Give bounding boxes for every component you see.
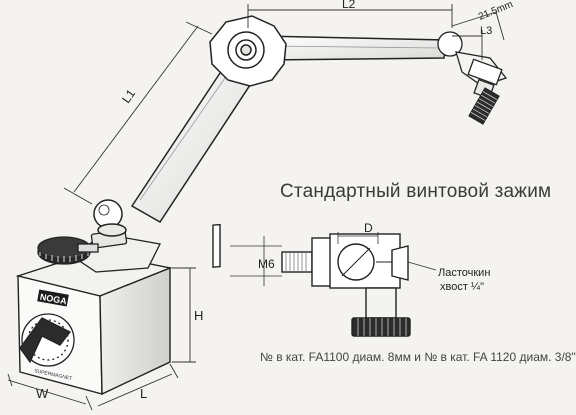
- switch-knob: SUPERMAGNET: [19, 313, 75, 382]
- dim-l2: L2: [342, 0, 356, 11]
- dovetail-label-line1: Ласточкин: [438, 267, 490, 279]
- base-logo: NOGA: [37, 289, 69, 307]
- dim-l1: L1: [119, 86, 138, 105]
- diagram-title: Стандартный винтовой зажим: [280, 181, 552, 202]
- dim-h: H: [194, 308, 203, 323]
- dovetail-label-line2: хвост ¼": [440, 281, 484, 293]
- clamp-detail: [212, 223, 437, 337]
- upper-arm: [261, 35, 447, 61]
- dim-l: L: [140, 386, 147, 401]
- catalog-note: № в кат. FA1100 диам. 8мм и № в кат. FA …: [260, 350, 576, 364]
- lower-arm: [130, 63, 258, 224]
- dimension-lines-arm: [63, 4, 505, 205]
- dimension-lines-base: [7, 267, 196, 411]
- top-clamp-assembly: [437, 31, 508, 125]
- dim-d: D: [364, 221, 373, 235]
- dim-w: W: [36, 386, 49, 401]
- dim-l3: L3: [480, 25, 492, 37]
- dim-angle: 21.5mm: [477, 0, 515, 23]
- central-clamp-knob: [209, 15, 287, 87]
- svg-text:NOGA: NOGA: [39, 292, 68, 307]
- lower-ball-joint: [93, 199, 127, 237]
- dim-m6: M6: [258, 257, 275, 271]
- fine-adjust-knob: [37, 236, 99, 265]
